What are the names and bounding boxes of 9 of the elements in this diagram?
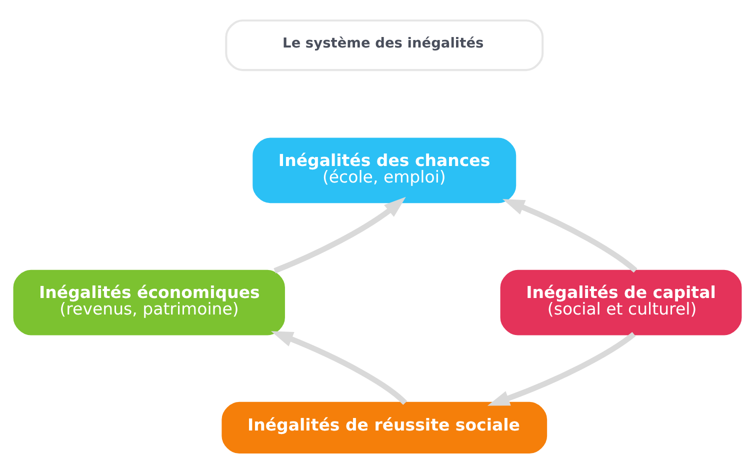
node-box: Inégalités économiques (revenus, patrimoine) <box>13 270 285 336</box>
arrow <box>270 331 408 405</box>
arrow <box>487 332 636 406</box>
arrow <box>274 196 406 274</box>
node-box: Inégalités des chances (école, emploi) <box>252 138 516 204</box>
arrow <box>502 199 638 273</box>
node-box: Inégalités de réussite sociale <box>222 402 548 454</box>
node-box: Inégalités de capital (social et culturel) <box>500 270 742 336</box>
node-box: Le système des inégalités <box>225 19 544 72</box>
